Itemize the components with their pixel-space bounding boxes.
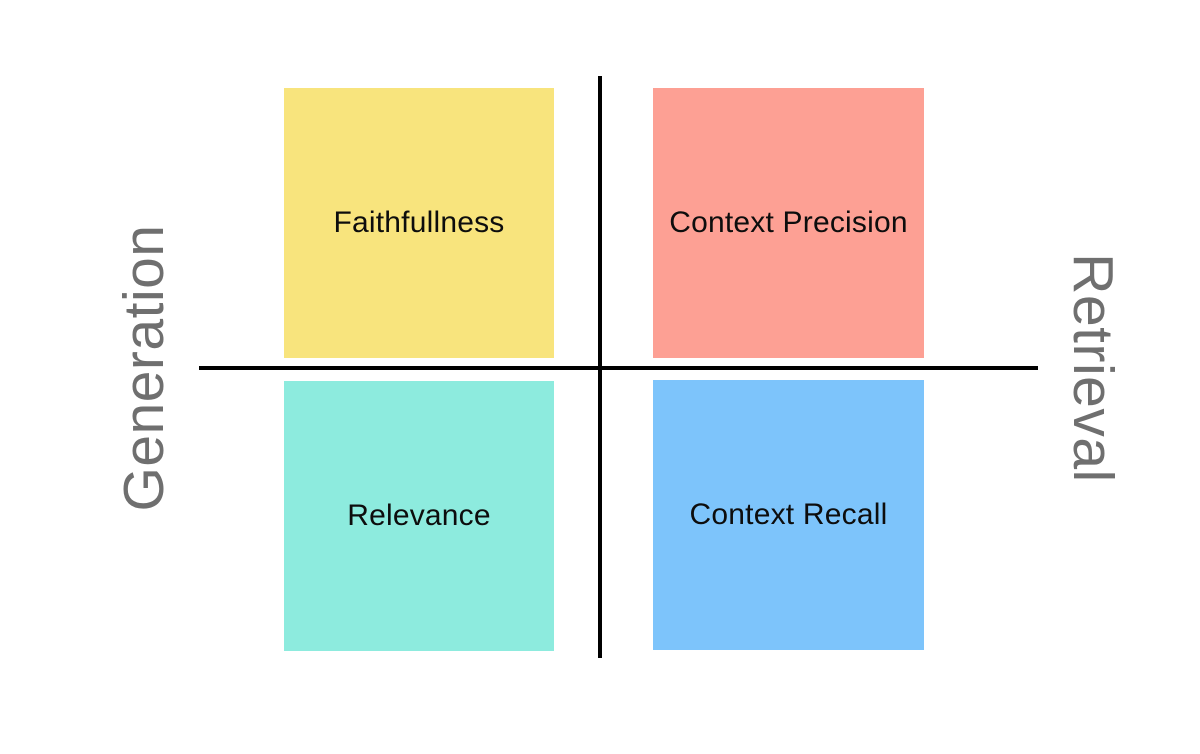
quadrant-relevance-label: Relevance	[347, 499, 491, 532]
retrieval-axis-label: Retrieval	[1061, 253, 1125, 483]
quadrant-faithfullness: Faithfullness	[284, 88, 554, 358]
quadrant-context-precision-label: Context Precision	[669, 206, 908, 239]
quadrant-context-recall-label: Context Recall	[689, 498, 888, 531]
quadrant-context-recall: Context Recall	[653, 380, 924, 650]
generation-axis-label: Generation	[112, 224, 176, 512]
quadrant-relevance: Relevance	[284, 381, 554, 651]
quadrant-faithfullness-label: Faithfullness	[333, 206, 505, 239]
horizontal-axis-line	[199, 366, 1038, 370]
quadrant-context-precision: Context Precision	[653, 88, 924, 358]
